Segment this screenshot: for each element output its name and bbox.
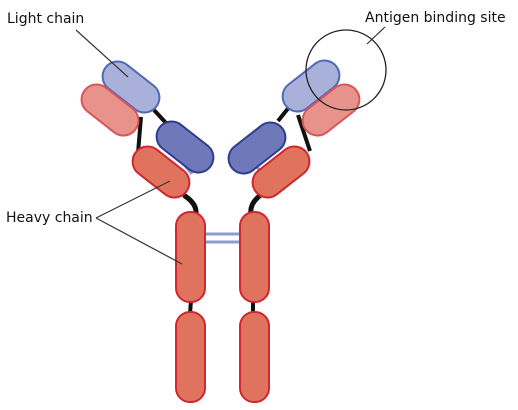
right-ch2-domain (239, 211, 270, 303)
left-arm (80, 60, 215, 199)
fc-region (175, 211, 270, 403)
left-ch1-domain (131, 145, 191, 199)
leader-lines (75, 26, 387, 265)
light-chain-leader (75, 29, 129, 78)
right-light-link (296, 114, 312, 152)
left-ch3-domain (175, 311, 206, 403)
right-arm (227, 59, 361, 199)
left-vh-link (152, 108, 168, 125)
right-vh-domain (301, 83, 361, 137)
right-vl-domain (281, 59, 341, 113)
light-chain-label: Light chain (7, 11, 84, 27)
left-cl-domain (155, 120, 215, 174)
left-vh-domain (80, 83, 140, 137)
antigen-binding-circle (305, 29, 387, 111)
antigen-site-leader (366, 26, 386, 45)
left-light-link (136, 116, 143, 154)
antigen-site-label: Antigen binding site (365, 10, 506, 26)
left-ch2-domain (175, 211, 206, 303)
heavy-chain-leader-lower (95, 217, 183, 265)
heavy-chain-leader-upper (95, 180, 171, 219)
right-cl-domain (227, 121, 287, 175)
right-ch1-domain (251, 145, 311, 199)
right-ch3-domain (239, 311, 270, 403)
left-vl-domain (101, 60, 161, 114)
heavy-chain-label: Heavy chain (6, 210, 93, 226)
